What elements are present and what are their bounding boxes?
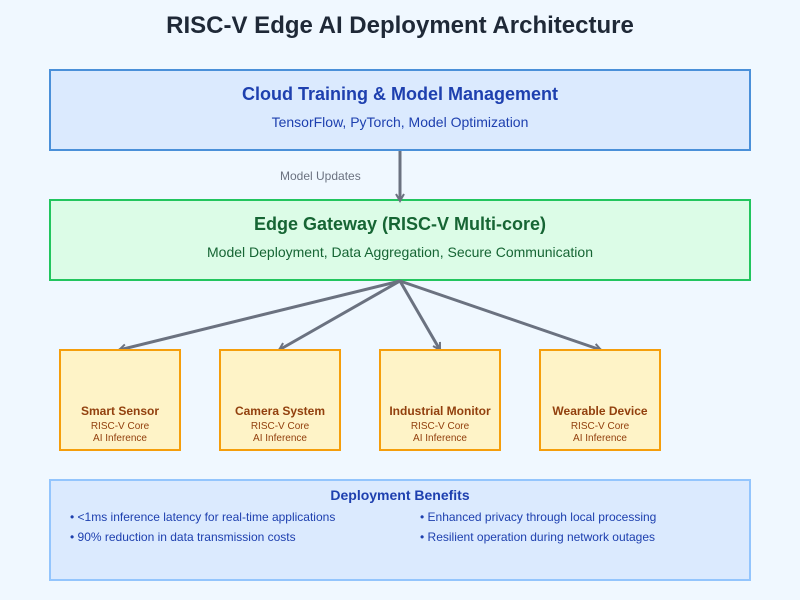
- edge-subtitle: Model Deployment, Data Aggregation, Secu…: [207, 244, 593, 260]
- arrow-edge-to-wearable-device: [399, 279, 601, 350]
- edge-heading: Edge Gateway (RISC-V Multi-core): [253, 214, 547, 234]
- diagram-title: RISC-V Edge AI Deployment Architecture: [166, 12, 634, 39]
- deployment-benefits-box: Deployment Benefits • <1ms inference lat…: [49, 479, 751, 581]
- device-line2: AI Inference: [573, 433, 627, 444]
- arrow-edge-to-camera-system: [279, 279, 401, 352]
- benefits-heading: Deployment Benefits: [330, 487, 470, 503]
- cloud-heading: Cloud Training & Model Management: [241, 84, 558, 104]
- device-name: Camera System: [234, 404, 326, 418]
- device-line1: RISC-V Core: [90, 421, 150, 432]
- device-box-camera-system: Camera System RISC-V Core AI Inference: [219, 349, 341, 451]
- device-line2: AI Inference: [253, 433, 307, 444]
- device-name: Smart Sensor: [80, 404, 160, 418]
- device-line1: RISC-V Core: [250, 421, 310, 432]
- device-line2: AI Inference: [413, 433, 467, 444]
- device-line1: RISC-V Core: [570, 421, 630, 432]
- device-box-industrial-monitor: Industrial Monitor RISC-V Core AI Infere…: [379, 349, 501, 451]
- arrow-edge-to-industrial-monitor: [398, 280, 442, 350]
- device-line1: RISC-V Core: [410, 421, 470, 432]
- benefit-item: • <1ms inference latency for real-time a…: [70, 510, 336, 524]
- model-updates-label: Model Updates: [280, 169, 361, 183]
- device-box-wearable-device: Wearable Device RISC-V Core AI Inference: [539, 349, 661, 451]
- cloud-subtitle: TensorFlow, PyTorch, Model Optimization: [271, 114, 529, 130]
- device-box-smart-sensor: Smart Sensor RISC-V Core AI Inference: [59, 349, 181, 451]
- edge-gateway-box: Edge Gateway (RISC-V Multi-core) Model D…: [49, 199, 751, 281]
- benefit-item: • Resilient operation during network out…: [420, 530, 656, 544]
- cloud-training-box: Cloud Training & Model Management Tensor…: [49, 69, 751, 151]
- benefit-item: • Enhanced privacy through local process…: [420, 510, 657, 524]
- arrow-edge-to-smart-sensor: [119, 279, 401, 350]
- device-line2: AI Inference: [93, 433, 147, 444]
- device-name: Industrial Monitor: [389, 404, 491, 418]
- benefit-item: • 90% reduction in data transmission cos…: [70, 530, 296, 544]
- device-name: Wearable Device: [552, 404, 648, 418]
